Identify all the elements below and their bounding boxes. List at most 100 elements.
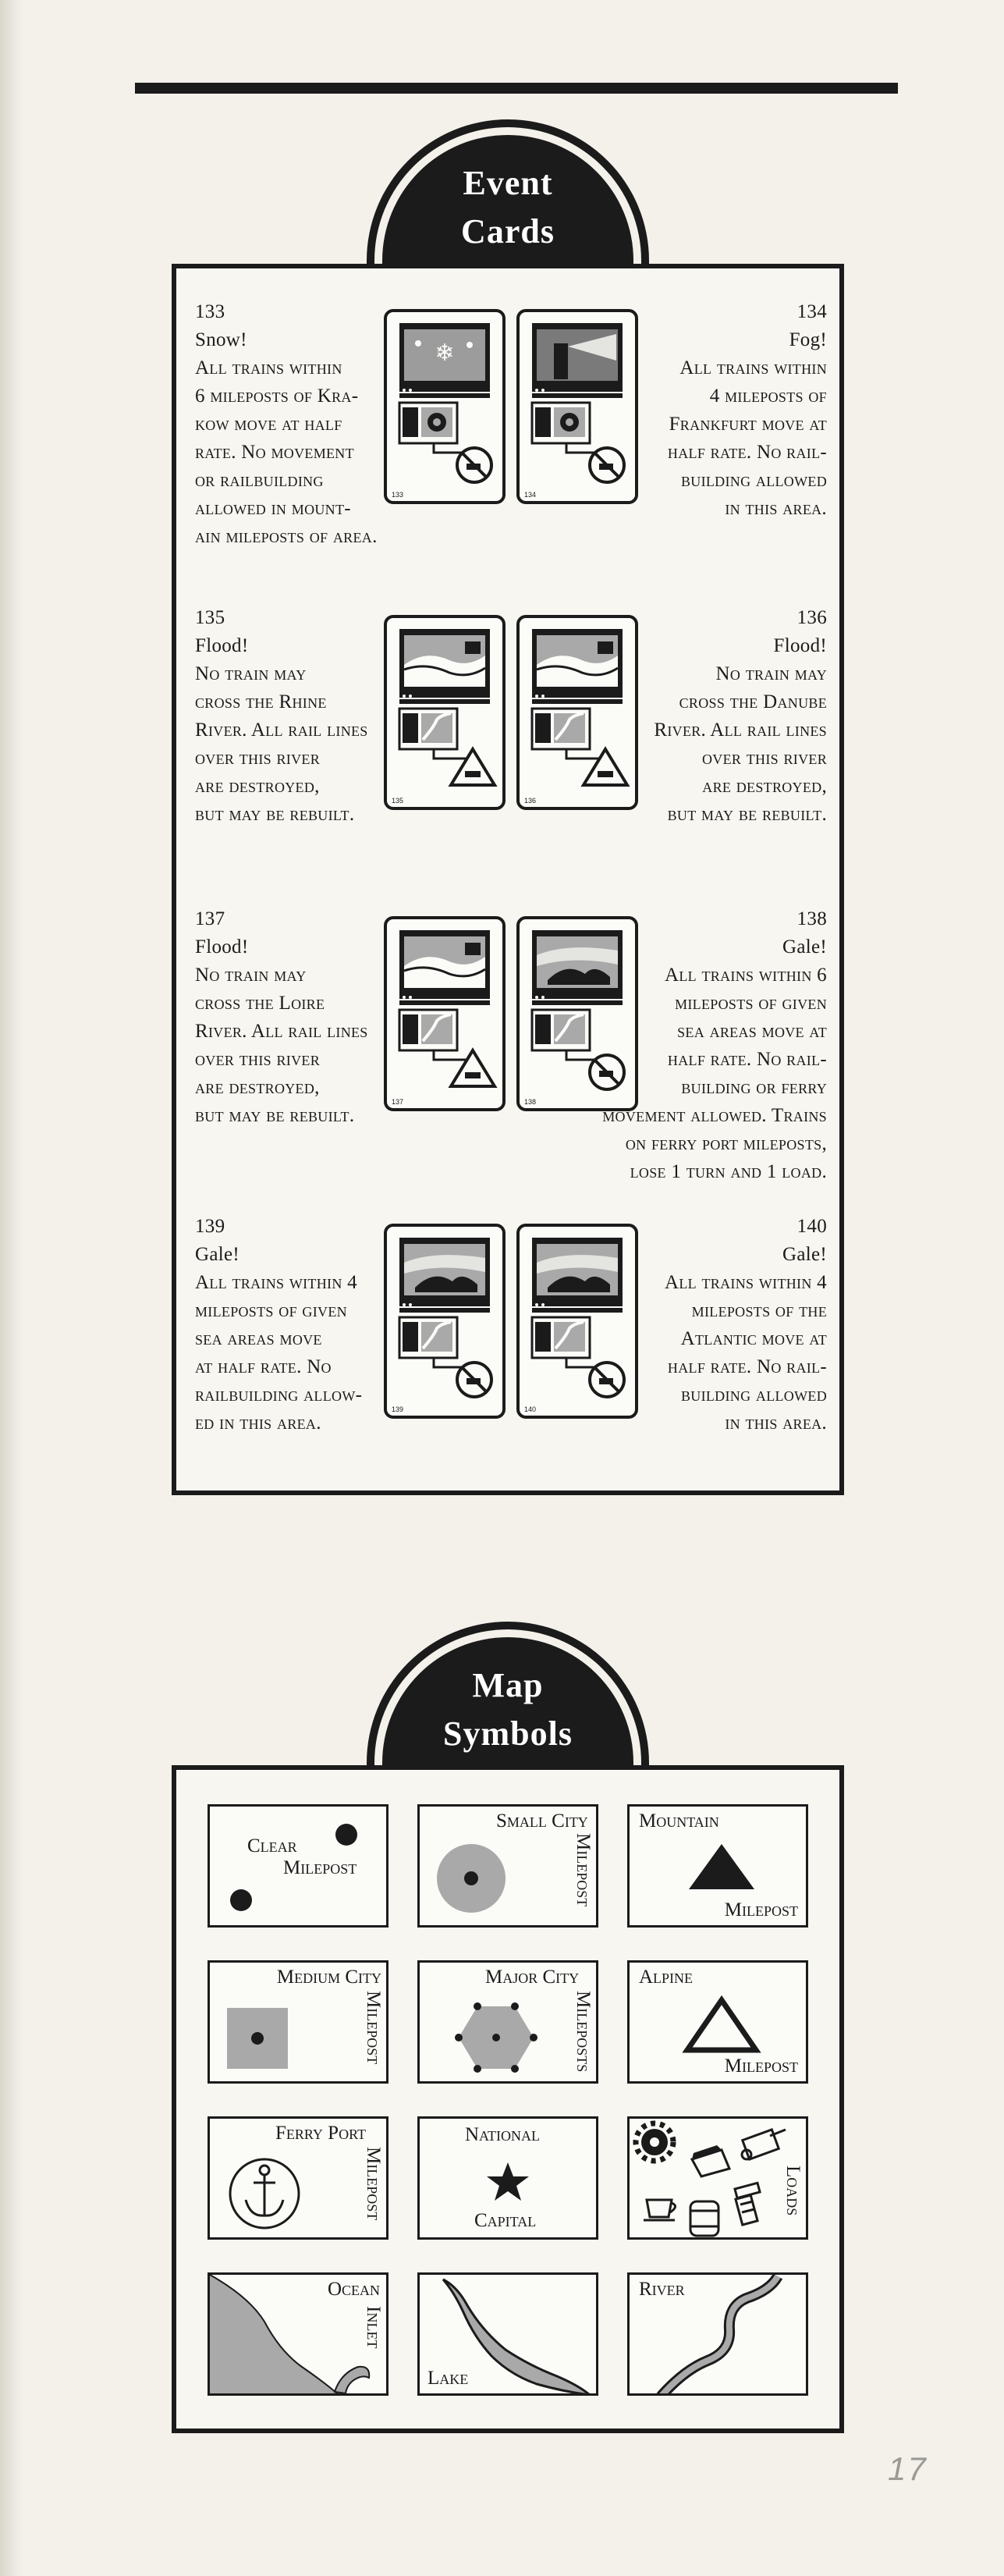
event-number: 136 bbox=[796, 607, 827, 628]
event-title: Flood! bbox=[773, 635, 827, 656]
event-description-line: rate. No movement bbox=[195, 442, 354, 463]
event-description-line: are destroyed, bbox=[195, 1077, 320, 1098]
event-card-illustration-icon bbox=[398, 629, 498, 787]
event-description-line: movement allowed. Trains bbox=[602, 1105, 827, 1126]
event-description-line: Frankfurt move at bbox=[669, 414, 827, 435]
event-description-line: building allowed bbox=[680, 1384, 827, 1405]
medium-city-vertical-label: Milepost bbox=[363, 1991, 384, 2065]
event-title: Gale! bbox=[782, 1244, 827, 1265]
event-card-pair: 139 140 bbox=[384, 1224, 638, 1419]
event-card-illustration-icon bbox=[530, 323, 626, 484]
event-description-line: cross the Rhine bbox=[195, 691, 327, 712]
event-card-137: 137 bbox=[384, 916, 506, 1111]
national-label: National bbox=[465, 2124, 541, 2145]
symbol-mountain: Mountain Milepost bbox=[627, 1804, 808, 1928]
event-cards-heading-line2: Cards bbox=[461, 212, 555, 250]
alpine-milepost-label: Milepost bbox=[724, 2055, 798, 2077]
alpine-triangle-icon bbox=[682, 1995, 761, 2053]
anchor-icon bbox=[229, 2158, 300, 2230]
event-card-illustration-icon bbox=[530, 1238, 626, 1398]
event-description-line: allowed in mount- bbox=[195, 498, 351, 519]
event-card-illustration-icon bbox=[530, 629, 630, 787]
event-number: 140 bbox=[796, 1216, 827, 1237]
teacup-icon bbox=[644, 2198, 676, 2222]
event-description-line: No train may bbox=[715, 663, 827, 684]
clear-label: Clear bbox=[247, 1835, 297, 1856]
event-card-illustration-icon bbox=[398, 930, 498, 1088]
ferry-port-vertical-label: Milepost bbox=[363, 2147, 384, 2221]
mountain-milepost-label: Milepost bbox=[724, 1899, 798, 1920]
star-icon bbox=[487, 2162, 529, 2201]
event-description-line: ain mileposts of area. bbox=[195, 526, 378, 547]
event-card-133: ❄133 bbox=[384, 309, 506, 504]
event-description-line: cross the Loire bbox=[195, 993, 325, 1014]
event-description-line: but may be rebuilt. bbox=[195, 804, 355, 825]
inlet-vertical-label: Inlet bbox=[363, 2306, 384, 2349]
event-number: 139 bbox=[195, 1216, 225, 1237]
event-description-line: at half rate. No bbox=[195, 1356, 332, 1377]
event-description-line: half rate. No rail- bbox=[667, 1049, 827, 1070]
loads-vertical-label: Loads bbox=[782, 2166, 804, 2216]
map-symbols-heading: Map Symbols bbox=[367, 1622, 649, 1768]
event-card-illustration-icon: ❄ bbox=[398, 323, 493, 484]
lake-icon bbox=[442, 2278, 590, 2393]
event-number: 137 bbox=[195, 908, 225, 929]
event-title: Snow! bbox=[195, 329, 247, 350]
mountain-label: Mountain bbox=[639, 1810, 719, 1832]
event-description-line: railbuilding allow- bbox=[195, 1384, 363, 1405]
event-description-line: 4 mileposts of bbox=[709, 386, 827, 407]
event-card-139: 139 bbox=[384, 1224, 506, 1419]
symbol-ocean-inlet: Ocean Inlet bbox=[208, 2272, 388, 2396]
event-card-134: 134 bbox=[516, 309, 638, 504]
event-description-line: on ferry port mileposts, bbox=[625, 1133, 827, 1154]
event-title: Flood! bbox=[195, 635, 249, 656]
event-card-number: 140 bbox=[524, 1405, 537, 1413]
event-title: Gale! bbox=[782, 936, 827, 958]
symbol-major-city: Major City Mileposts bbox=[417, 1960, 598, 2084]
event-card-136: 136 bbox=[516, 615, 638, 810]
event-description-line: sea areas move at bbox=[677, 1021, 827, 1042]
event-title: Flood! bbox=[195, 936, 249, 958]
event-title: Fog! bbox=[789, 329, 827, 350]
event-description-line: are destroyed, bbox=[195, 776, 320, 797]
event-number: 134 bbox=[796, 301, 827, 322]
ferry-port-label: Ferry Port bbox=[275, 2123, 366, 2144]
event-description-line: All trains within 4 bbox=[195, 1272, 357, 1293]
svg-text:❄: ❄ bbox=[435, 339, 454, 367]
small-city-icon bbox=[437, 1844, 506, 1913]
event-description-line: No train may bbox=[195, 965, 307, 986]
page-gutter bbox=[0, 0, 23, 2576]
event-description-line: but may be rebuilt. bbox=[667, 804, 827, 825]
small-city-label: Small City bbox=[496, 1810, 588, 1832]
symbol-national-capital: National Capital bbox=[417, 2116, 598, 2240]
event-description-line: but may be rebuilt. bbox=[195, 1105, 355, 1126]
event-description-line: 6 mileposts of Kra- bbox=[195, 386, 359, 407]
event-description-line: ed in this area. bbox=[195, 1412, 321, 1434]
ocean-label: Ocean bbox=[327, 2279, 380, 2300]
major-city-label: Major City bbox=[485, 1967, 580, 1988]
event-description-line: in this area. bbox=[725, 498, 827, 519]
top-rule bbox=[135, 83, 898, 94]
clear-milepost-dots-icon bbox=[230, 1824, 357, 1911]
event-description-line: half rate. No rail- bbox=[667, 442, 827, 463]
event-description-line: cross the Danube bbox=[679, 691, 827, 712]
capital-label: Capital bbox=[474, 2210, 537, 2231]
event-description-line: kow move at half bbox=[195, 414, 342, 435]
ocean-inlet-icon bbox=[210, 2275, 371, 2393]
map-symbols-heading-line2: Symbols bbox=[443, 1714, 573, 1753]
major-city-hexagon-icon bbox=[455, 2002, 537, 2073]
symbol-lake: Lake bbox=[417, 2272, 598, 2396]
event-description-line: Atlantic move at bbox=[680, 1328, 827, 1349]
